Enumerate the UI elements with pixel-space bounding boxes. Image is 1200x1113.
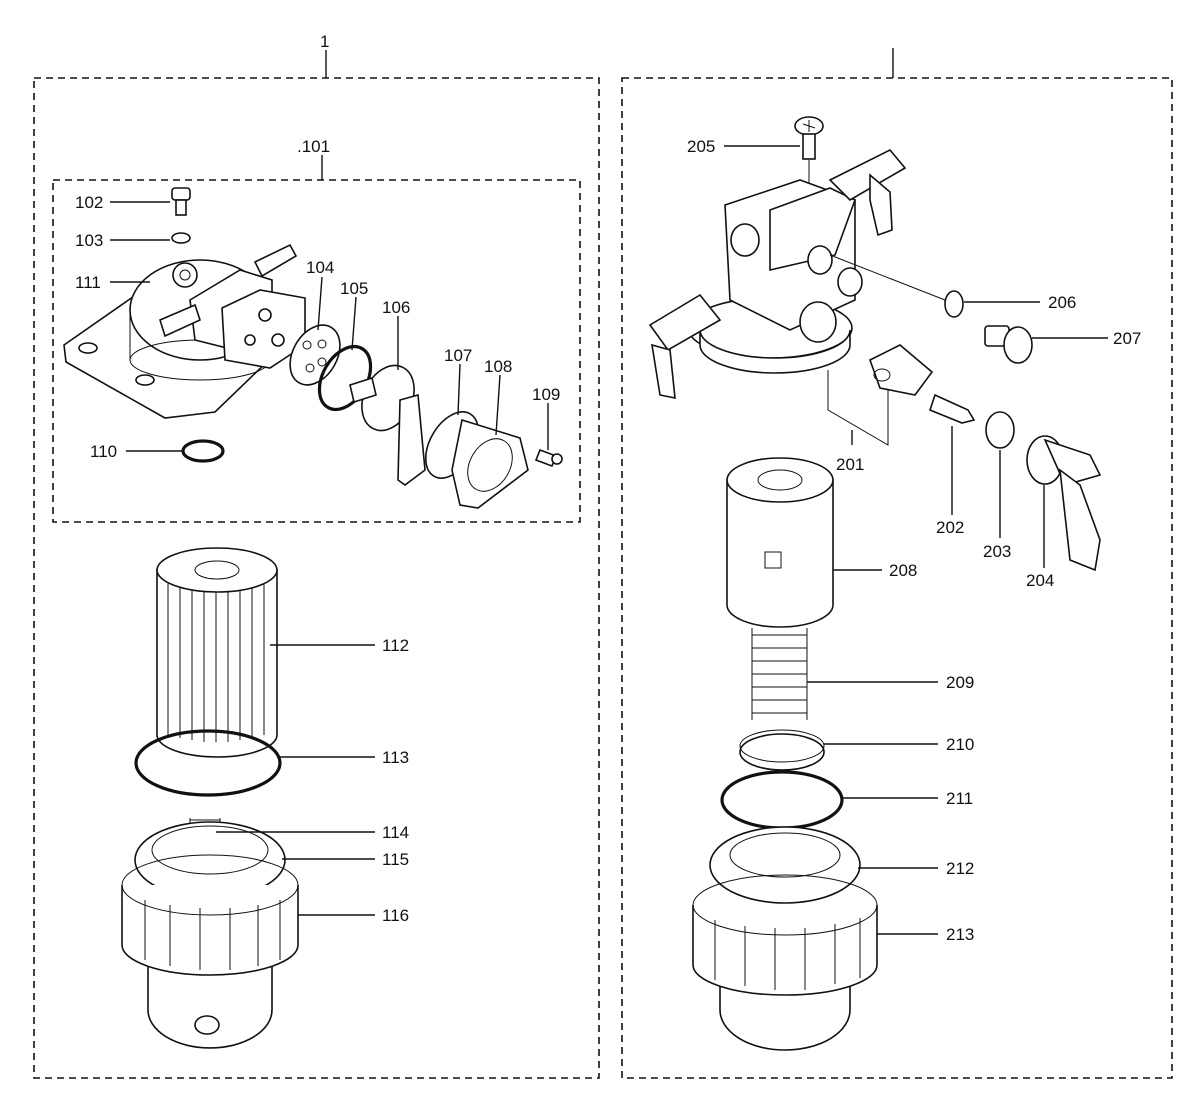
label-112: 112 xyxy=(382,636,409,655)
part-202-spring xyxy=(929,393,976,424)
part-201-valve-core xyxy=(869,344,934,396)
label-212: 212 xyxy=(946,859,974,878)
label-115: 115 xyxy=(382,850,409,869)
part-106-cock xyxy=(349,364,426,486)
label-206: 206 xyxy=(1048,293,1076,312)
part-116-ring-nut xyxy=(121,854,299,976)
right-head-assembly xyxy=(648,149,946,446)
group-box-1 xyxy=(33,77,600,1079)
label-105: 105 xyxy=(340,279,368,298)
part-210-seat xyxy=(739,729,825,771)
part-102-bolt xyxy=(171,187,191,216)
part-110-oring xyxy=(181,439,225,463)
part-213-ring-nut xyxy=(692,874,878,996)
group-label-1: 1 xyxy=(320,32,329,51)
subgroup-label-101: .101 xyxy=(297,137,330,156)
label-102: 102 xyxy=(75,193,103,212)
label-103: 103 xyxy=(75,231,103,250)
label-210: 210 xyxy=(946,735,974,754)
label-207: 207 xyxy=(1113,329,1141,348)
part-112-filter-element xyxy=(156,547,278,758)
label-107: 107 xyxy=(444,346,472,365)
part-205-bolt xyxy=(794,116,824,160)
label-106: 106 xyxy=(382,298,410,317)
part-207-plug xyxy=(984,325,1033,364)
label-201: 201 xyxy=(836,455,864,474)
label-211: 211 xyxy=(946,789,973,808)
left-head-assembly xyxy=(63,243,306,419)
part-206-washer xyxy=(944,290,964,318)
part-209-spring xyxy=(751,628,808,720)
group-box-2 xyxy=(621,77,1173,1079)
label-209: 209 xyxy=(946,673,974,692)
label-202: 202 xyxy=(936,518,964,537)
label-110: 110 xyxy=(90,442,117,461)
label-113: 113 xyxy=(382,748,409,767)
leader-lines xyxy=(110,145,1108,935)
subgroup-box-101 xyxy=(52,179,581,523)
part-103-washer xyxy=(171,232,191,244)
part-115-bowl xyxy=(134,821,286,1049)
part-211-oring xyxy=(720,770,844,830)
label-208: 208 xyxy=(889,561,917,580)
part-108-cover xyxy=(451,418,529,509)
label-111: 111 xyxy=(75,273,101,292)
label-204: 204 xyxy=(1026,571,1054,590)
label-203: 203 xyxy=(983,542,1011,561)
label-213: 213 xyxy=(946,925,974,944)
part-109-screw xyxy=(534,448,563,468)
label-205: 205 xyxy=(687,137,715,156)
label-114: 114 xyxy=(382,823,409,842)
label-116: 116 xyxy=(382,906,409,925)
part-203-oring xyxy=(985,411,1015,449)
label-104: 104 xyxy=(306,258,334,277)
part-113-oring xyxy=(134,729,282,797)
label-108: 108 xyxy=(484,357,512,376)
label-109: 109 xyxy=(532,385,560,404)
part-208-filter-element xyxy=(726,457,834,628)
part-204-lever xyxy=(1026,435,1102,572)
part-104-plate xyxy=(289,324,341,386)
